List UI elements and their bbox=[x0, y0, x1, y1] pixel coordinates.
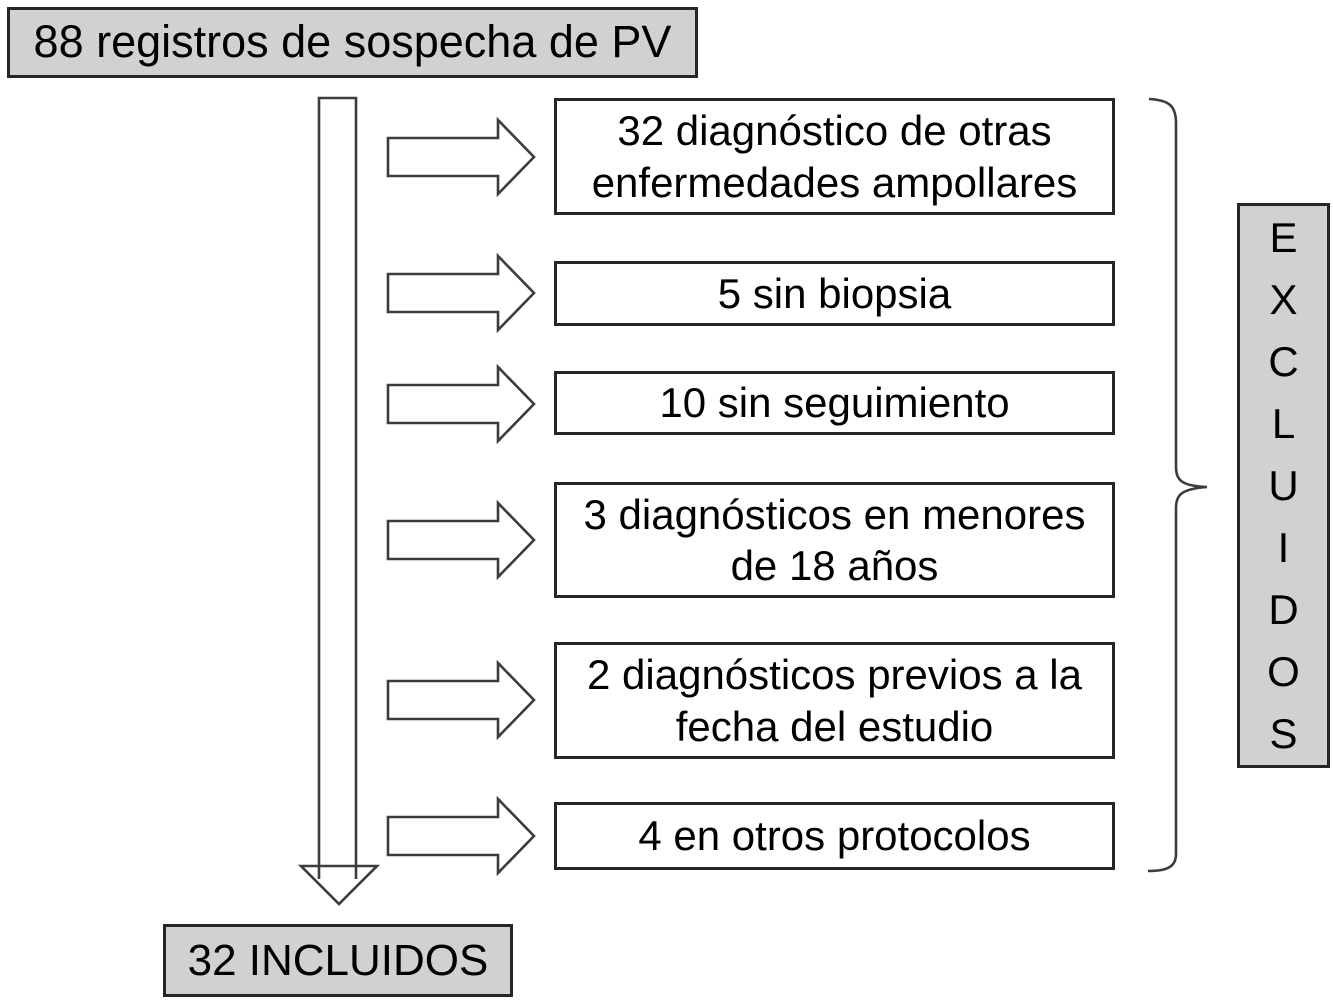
right-arrow-1 bbox=[386, 116, 536, 198]
exclusion-box-no-biopsy: 5 sin biopsia bbox=[554, 261, 1115, 326]
excluded-letter: X bbox=[1269, 275, 1298, 323]
grouping-brace bbox=[1147, 97, 1208, 873]
right-arrow-2 bbox=[386, 252, 536, 334]
exclusion-box-other-protocols: 4 en otros protocolos bbox=[554, 802, 1115, 870]
right-arrow-5 bbox=[386, 659, 536, 741]
exclusion-box-other-diseases: 32 diagnóstico de otras enfermedades amp… bbox=[554, 98, 1115, 215]
excluded-letter: E bbox=[1269, 213, 1298, 261]
excluded-letter: O bbox=[1267, 647, 1300, 695]
start-box: 88 registros de sospecha de PV bbox=[7, 7, 698, 78]
exclusion-box-prior-diagnosis: 2 diagnósticos previos a la fecha del es… bbox=[554, 642, 1115, 759]
excluded-letter: I bbox=[1277, 523, 1290, 571]
excluded-letter: C bbox=[1268, 337, 1299, 385]
right-arrow-4 bbox=[386, 499, 536, 581]
excluded-letter: U bbox=[1268, 461, 1299, 509]
excluded-letter: L bbox=[1271, 399, 1296, 447]
excluded-letter: S bbox=[1269, 709, 1298, 757]
right-arrow-6 bbox=[386, 795, 536, 877]
right-arrow-3 bbox=[386, 363, 536, 445]
exclusion-box-no-followup: 10 sin seguimiento bbox=[554, 371, 1115, 435]
exclusion-box-under-18: 3 diagnósticos en menores de 18 años bbox=[554, 482, 1115, 598]
down-arrow-shaft bbox=[317, 96, 358, 879]
included-result-box: 32 INCLUIDOS bbox=[163, 924, 513, 997]
excluded-letter: D bbox=[1268, 585, 1299, 633]
down-arrow-head bbox=[297, 864, 381, 906]
